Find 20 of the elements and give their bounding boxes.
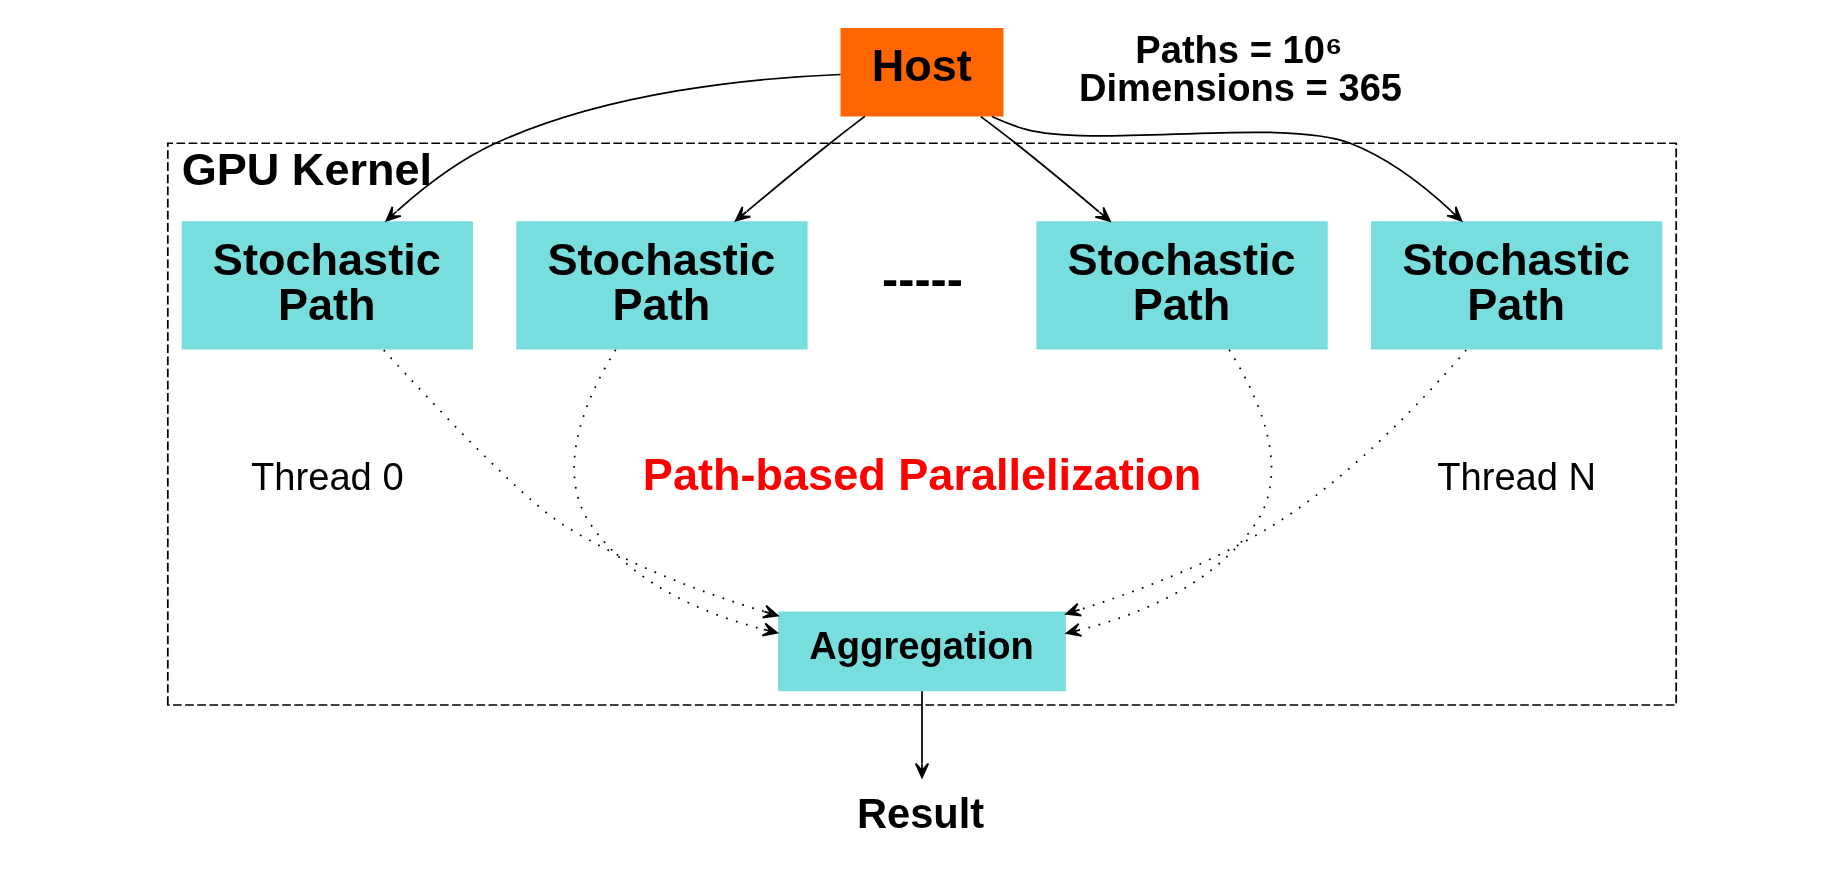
label: Path-based Parallelization (642, 448, 1201, 500)
arrow (385, 73, 841, 222)
node-box: Stochastic Path (181, 221, 473, 350)
node-label: Thread N (1436, 455, 1596, 499)
arrow (990, 115, 1462, 222)
arrow (1064, 349, 1467, 617)
node-box: Stochastic Path (1035, 221, 1328, 350)
node-box: Stochastic Path (515, 221, 808, 350)
node-text: Result (856, 790, 984, 838)
label: ----- (881, 251, 963, 306)
arrow (382, 349, 779, 619)
arrow (1065, 348, 1272, 637)
arrow (914, 690, 929, 779)
arrow (734, 115, 866, 222)
node-box: Stochastic Path (1370, 221, 1662, 350)
arrow (979, 115, 1111, 223)
arrow (572, 348, 778, 637)
node-box: Host (840, 27, 1003, 117)
node-label: Thread 0 (250, 455, 404, 499)
node-box: Aggregation (777, 611, 1066, 692)
